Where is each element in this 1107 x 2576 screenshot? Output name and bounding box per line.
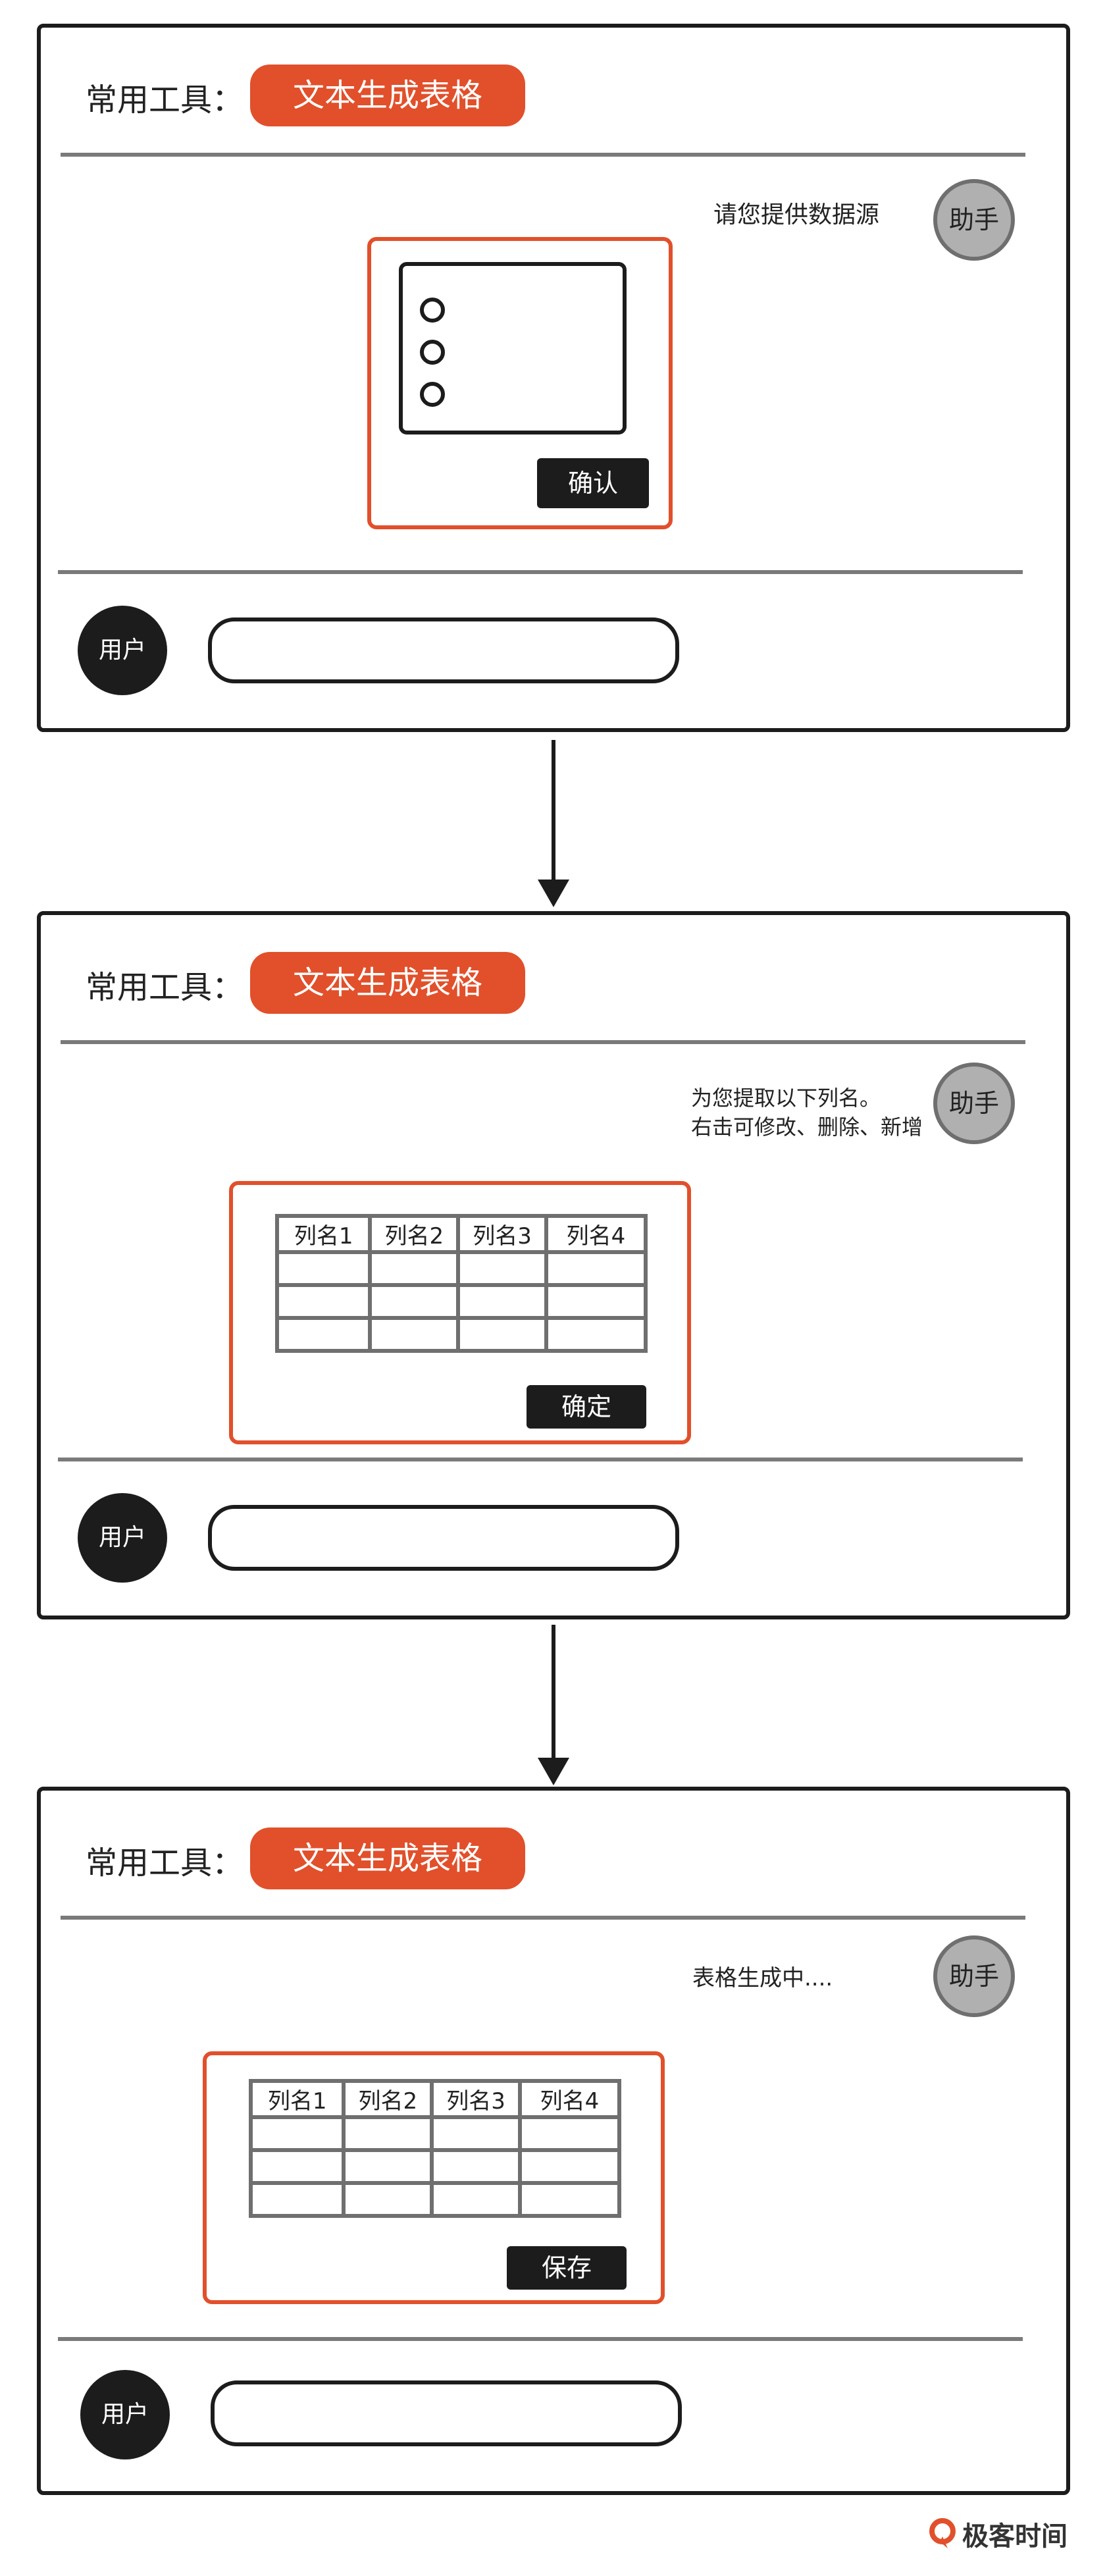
table-cell: [248, 2181, 346, 2218]
user-avatar: 用户: [80, 2370, 170, 2459]
brand-logo: 极客时间: [928, 2515, 1068, 2553]
radio-option-3[interactable]: [420, 382, 445, 407]
table-cell: [544, 1283, 648, 1320]
assistant-message: 请您提供数据源: [713, 201, 880, 228]
flow-arrow-2: [552, 1625, 555, 1762]
column-header[interactable]: 列名3: [430, 2079, 522, 2119]
table-cell: [274, 1250, 373, 1287]
header-divider: [61, 1916, 1025, 1920]
brand-name: 极客时间: [962, 2521, 1068, 2552]
column-header[interactable]: 列名3: [456, 1214, 548, 1254]
assistant-avatar: 助手: [933, 1935, 1015, 2017]
step2-panel: 常用工具： 文本生成表格 为您提取以下列名。 右击可修改、删除、新增 助手 列名…: [37, 911, 1070, 1619]
flow-arrow-2-head: [538, 1758, 569, 1785]
save-button[interactable]: 保存: [507, 2246, 627, 2290]
text-to-table-tool-button[interactable]: 文本生成表格: [250, 1827, 525, 1889]
table-cell: [248, 2115, 346, 2152]
input-divider: [58, 570, 1023, 574]
table-cell: [274, 1283, 373, 1320]
assistant-avatar: 助手: [933, 1063, 1015, 1144]
user-input[interactable]: [208, 1505, 679, 1571]
table-cell: [456, 1316, 548, 1353]
text-to-table-tool-button[interactable]: 文本生成表格: [250, 65, 525, 126]
table-cell: [342, 2115, 434, 2152]
column-header[interactable]: 列名4: [517, 2079, 622, 2119]
data-source-card: 确认: [367, 237, 673, 529]
generated-table: 列名1 列名2 列名3 列名4: [248, 2079, 622, 2218]
table-cell: [544, 1316, 648, 1353]
table-cell: [430, 2181, 522, 2218]
step1-panel: 常用工具： 文本生成表格 请您提供数据源 助手 确认 用户: [37, 24, 1070, 732]
table-header-row: 列名1 列名2 列名3 列名4: [274, 1214, 648, 1254]
table-cell: [368, 1250, 461, 1287]
flow-arrow-1-head: [538, 880, 569, 907]
step3-panel: 常用工具： 文本生成表格 表格生成中.... 助手 列名1 列名2 列名3 列名…: [37, 1787, 1070, 2495]
table-cell: [517, 2148, 622, 2185]
data-source-options: [399, 262, 627, 434]
geektime-logo-icon: [929, 2518, 956, 2548]
table-cell: [274, 1316, 373, 1353]
table-cell: [368, 1316, 461, 1353]
table-cell: [544, 1250, 648, 1287]
table-row: [274, 1316, 648, 1353]
table-cell: [368, 1283, 461, 1320]
text-to-table-tool-button[interactable]: 文本生成表格: [250, 952, 525, 1014]
column-header[interactable]: 列名1: [274, 1214, 373, 1254]
table-row: [274, 1250, 648, 1287]
radio-option-2[interactable]: [420, 340, 445, 365]
confirm-button[interactable]: 确定: [527, 1385, 646, 1429]
table-row: [248, 2181, 622, 2218]
user-avatar: 用户: [78, 606, 167, 695]
column-names-table: 列名1 列名2 列名3 列名4: [274, 1214, 648, 1353]
assistant-message: 为您提取以下列名。 右击可修改、删除、新增: [691, 1086, 923, 1140]
table-cell: [456, 1283, 548, 1320]
input-divider: [58, 2337, 1023, 2341]
table-cell: [517, 2181, 622, 2218]
column-header[interactable]: 列名4: [544, 1214, 648, 1254]
table-row: [248, 2148, 622, 2185]
table-cell: [342, 2181, 434, 2218]
assistant-message: 表格生成中....: [692, 1965, 833, 1991]
column-names-card: 列名1 列名2 列名3 列名4 确定: [229, 1181, 691, 1444]
common-tools-label: 常用工具：: [86, 82, 244, 118]
table-cell: [456, 1250, 548, 1287]
table-row: [248, 2115, 622, 2152]
flow-arrow-1: [552, 740, 555, 883]
header-divider: [61, 153, 1025, 157]
input-divider: [58, 1458, 1023, 1461]
table-header-row: 列名1 列名2 列名3 列名4: [248, 2079, 622, 2119]
table-cell: [517, 2115, 622, 2152]
confirm-button[interactable]: 确认: [537, 458, 649, 508]
common-tools-label: 常用工具：: [86, 1845, 244, 1881]
user-input[interactable]: [211, 2380, 682, 2446]
table-cell: [430, 2148, 522, 2185]
table-cell: [342, 2148, 434, 2185]
column-header[interactable]: 列名2: [368, 1214, 461, 1254]
column-header[interactable]: 列名1: [248, 2079, 346, 2119]
column-header[interactable]: 列名2: [342, 2079, 434, 2119]
table-preview-card: 列名1 列名2 列名3 列名4 保存: [203, 2051, 665, 2304]
user-input[interactable]: [208, 618, 679, 683]
table-row: [274, 1283, 648, 1320]
common-tools-label: 常用工具：: [86, 969, 244, 1006]
assistant-avatar: 助手: [933, 179, 1015, 261]
header-divider: [61, 1040, 1025, 1044]
user-avatar: 用户: [78, 1493, 167, 1583]
radio-option-1[interactable]: [420, 298, 445, 323]
table-cell: [248, 2148, 346, 2185]
table-cell: [430, 2115, 522, 2152]
